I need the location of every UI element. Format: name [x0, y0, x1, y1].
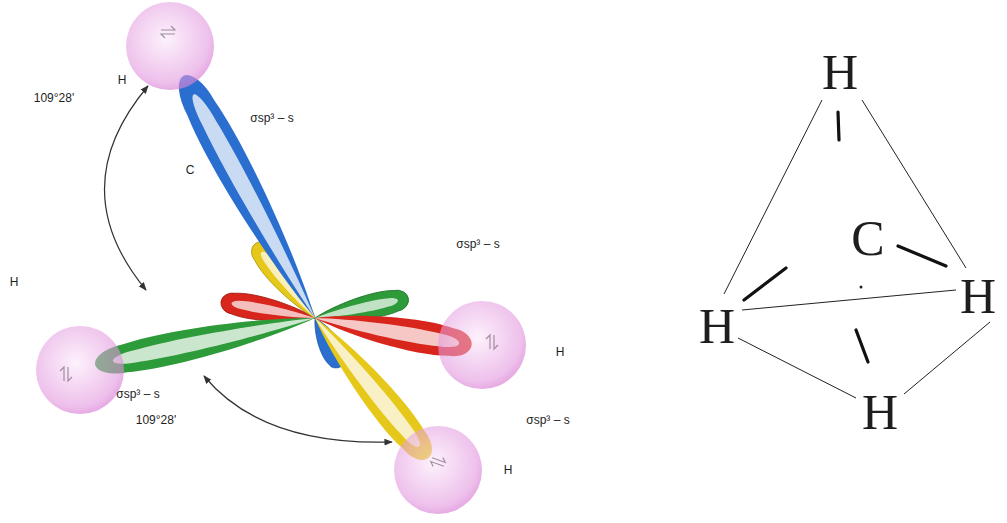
atom-label: H	[10, 276, 19, 288]
bond-label: σsp³ – s	[456, 238, 499, 250]
angle-label: 109°28'	[34, 92, 74, 104]
bond-label: σsp³ – s	[116, 388, 159, 400]
atom-symbol: C	[851, 213, 884, 263]
bond-label: σsp³ – s	[526, 414, 569, 426]
atom-label: H	[556, 346, 565, 358]
spin-arrows	[60, 26, 498, 470]
hydrogen-orbital: H	[126, 2, 214, 90]
atom-label: H	[118, 74, 127, 86]
tetrahedron-edges	[724, 100, 990, 398]
hydrogen-orbital: H	[438, 301, 526, 389]
atom-symbol: H	[699, 301, 735, 351]
atom-symbol: H	[862, 387, 898, 437]
atom-symbol: H	[822, 47, 858, 97]
atom-symbol: H	[960, 271, 996, 321]
hydrogen-orbital: H	[36, 326, 124, 414]
angle-arc	[104, 86, 148, 290]
bond-label: σsp³ – s	[250, 112, 293, 124]
angle-label: 109°28'	[136, 414, 176, 426]
dot	[860, 286, 863, 289]
angle-arc	[204, 376, 392, 442]
back-lobes	[219, 236, 411, 372]
bond-lines	[744, 112, 946, 362]
hydrogen-orbital: H	[394, 426, 482, 514]
atom-label: H	[504, 464, 513, 476]
main-lobes	[92, 67, 475, 468]
atom-label: C	[186, 164, 195, 176]
